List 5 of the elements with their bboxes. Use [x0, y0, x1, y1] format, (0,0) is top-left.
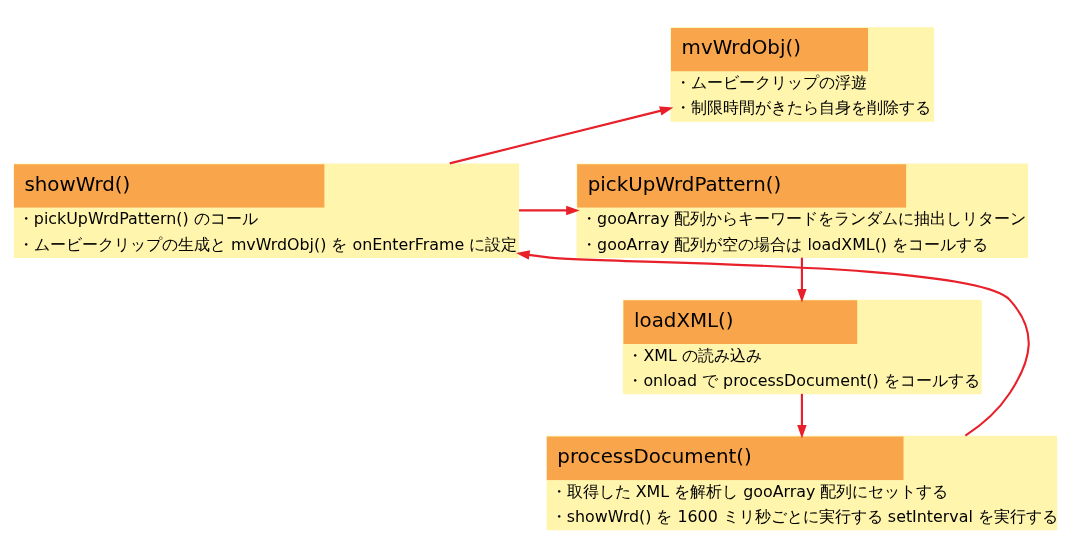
arrow: [519, 205, 580, 215]
arrow: [449, 105, 674, 164]
arrow: [797, 257, 807, 302]
arrow: [797, 393, 807, 439]
arrow: [516, 249, 1030, 436]
